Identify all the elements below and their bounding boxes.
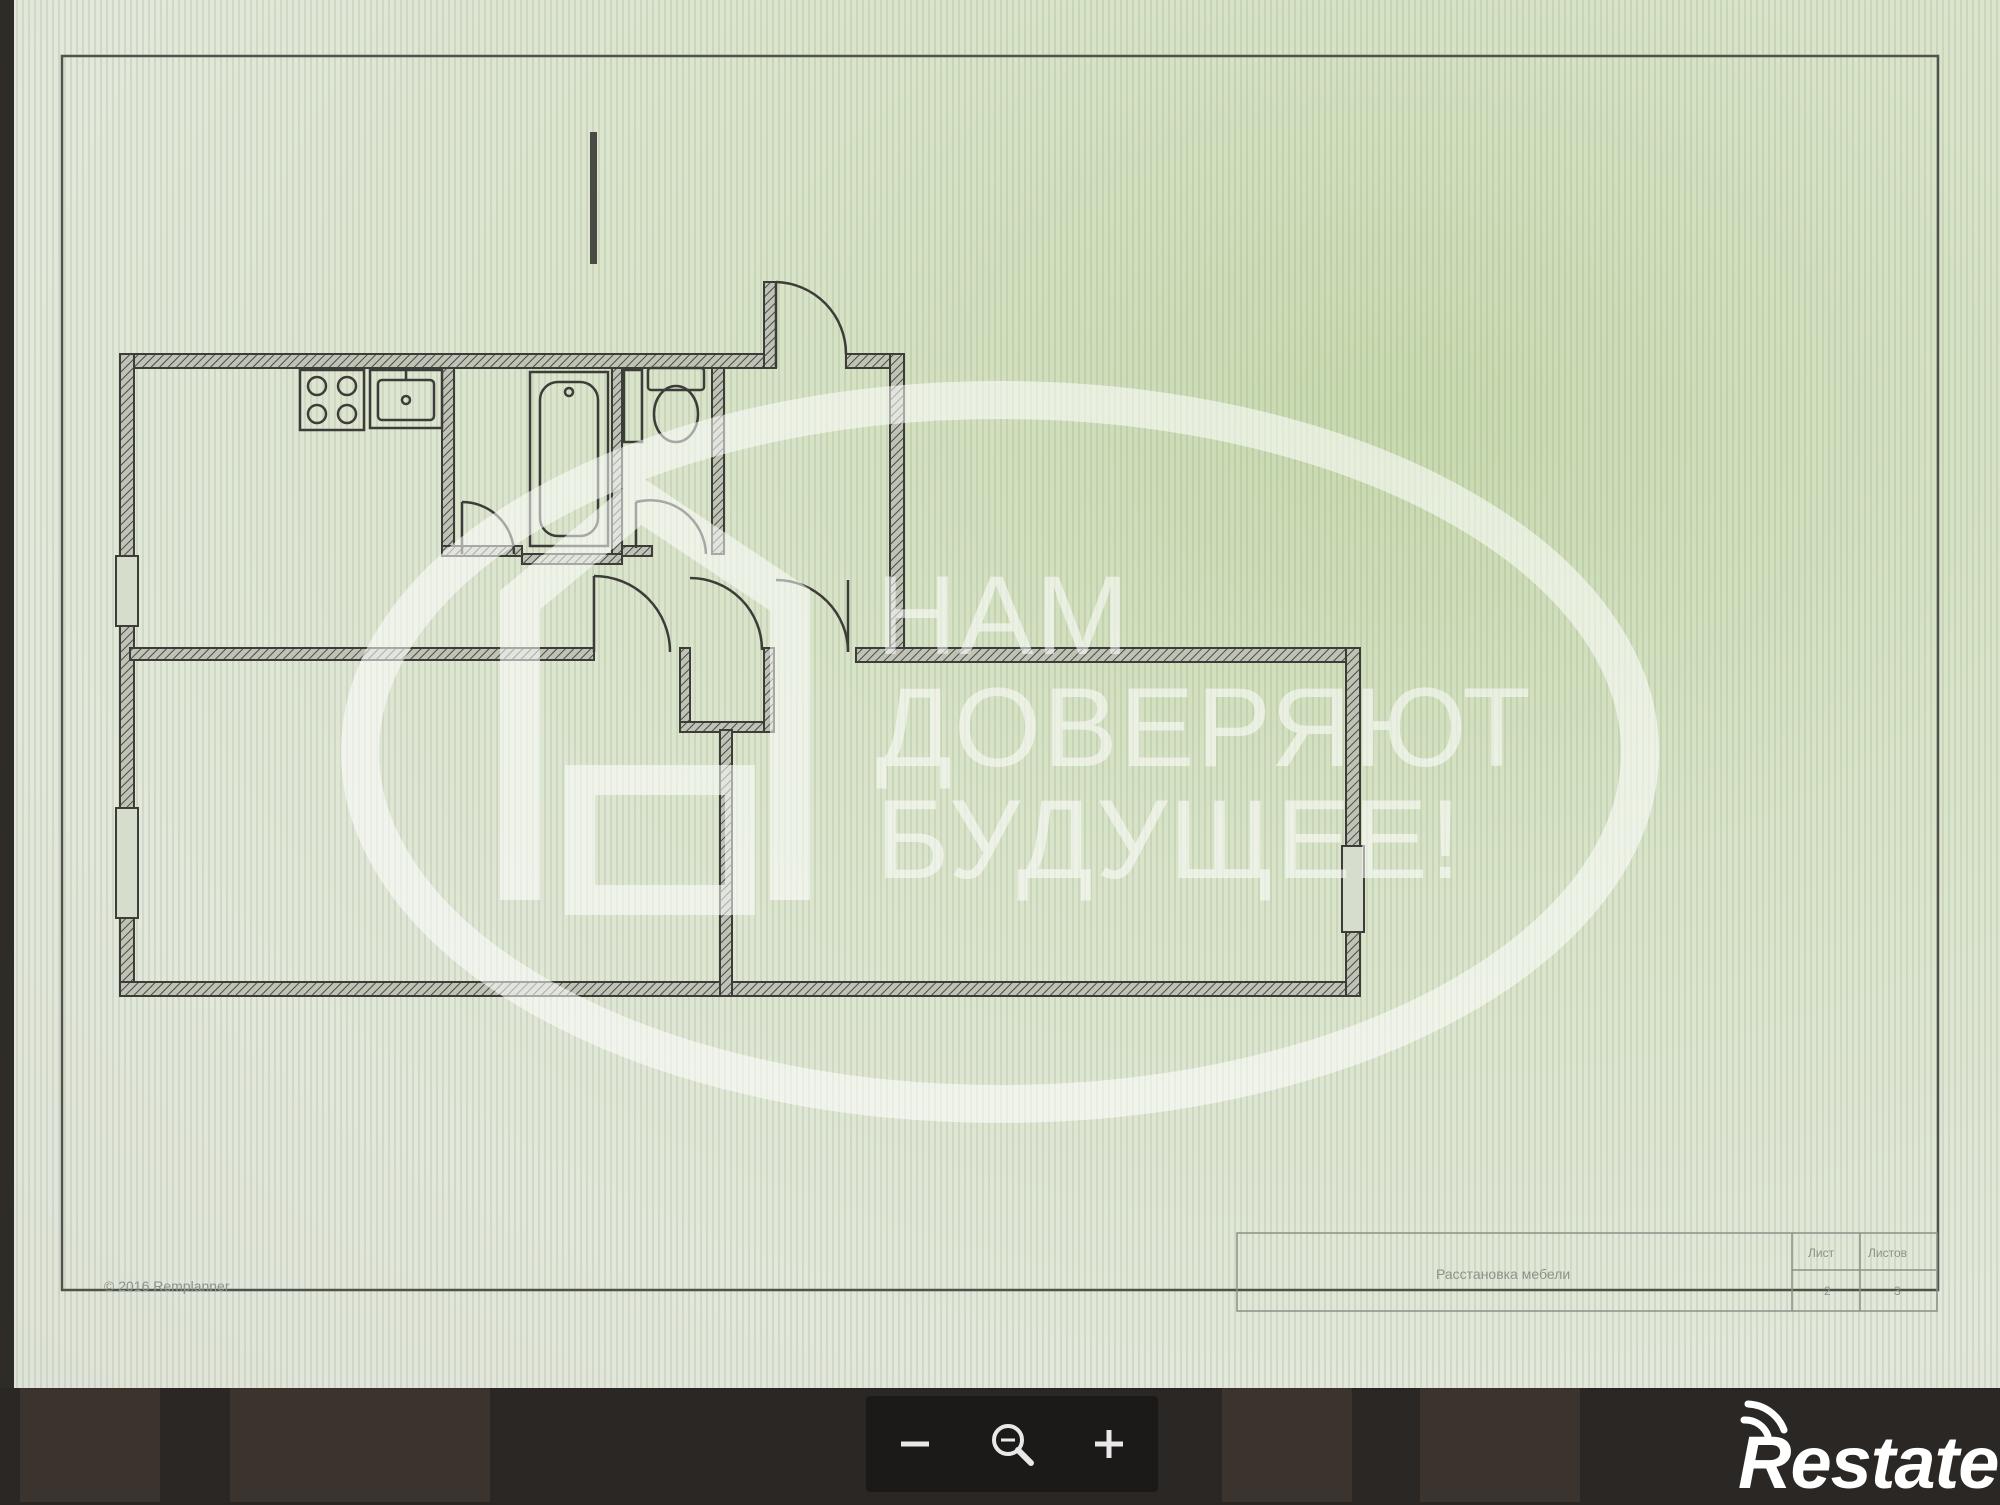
sheet-frame (60, 54, 1940, 1292)
title-block (1236, 1232, 1938, 1312)
brand-logo: Restate (1738, 1421, 1999, 1504)
sheet-label: Лист (1808, 1246, 1835, 1260)
watermark-line-2: ДОВЕРЯЮТ (876, 665, 1533, 790)
north-marker (590, 132, 597, 264)
kitchen-sink (368, 368, 444, 430)
watermark (341, 381, 1659, 1123)
document-viewer-screen (0, 0, 2000, 1388)
sheets-label: Листов (1868, 1246, 1907, 1260)
zoom-in-button[interactable] (1069, 1404, 1149, 1484)
floor-plan-sheet (60, 54, 1940, 1292)
zoom-out-button[interactable] (875, 1404, 955, 1484)
copyright-text: © 2016 Remplanner (104, 1278, 230, 1294)
zoom-fit-button[interactable] (972, 1404, 1052, 1484)
minus-icon (900, 1441, 929, 1447)
kitchen-stove (298, 368, 366, 432)
washbasin (622, 368, 644, 444)
magnifier-icon (991, 1424, 1034, 1466)
watermark-text: НАМ ДОВЕРЯЮТ БУДУЩЕЕ! (876, 560, 1576, 896)
monitor-bezel (0, 0, 14, 1388)
windows (115, 555, 1365, 933)
watermark-line-3: БУДУЩЕЕ! (876, 777, 1463, 902)
sheet-number: 2 (1824, 1284, 1831, 1298)
zoom-toolbar (866, 1396, 1158, 1492)
brand-signal-icon (1740, 1400, 1788, 1440)
sheet-title: Расстановка мебели (1436, 1266, 1571, 1282)
sheets-total: 3 (1894, 1284, 1901, 1298)
watermark-line-1: НАМ (876, 553, 1131, 678)
plus-icon (1095, 1430, 1124, 1458)
